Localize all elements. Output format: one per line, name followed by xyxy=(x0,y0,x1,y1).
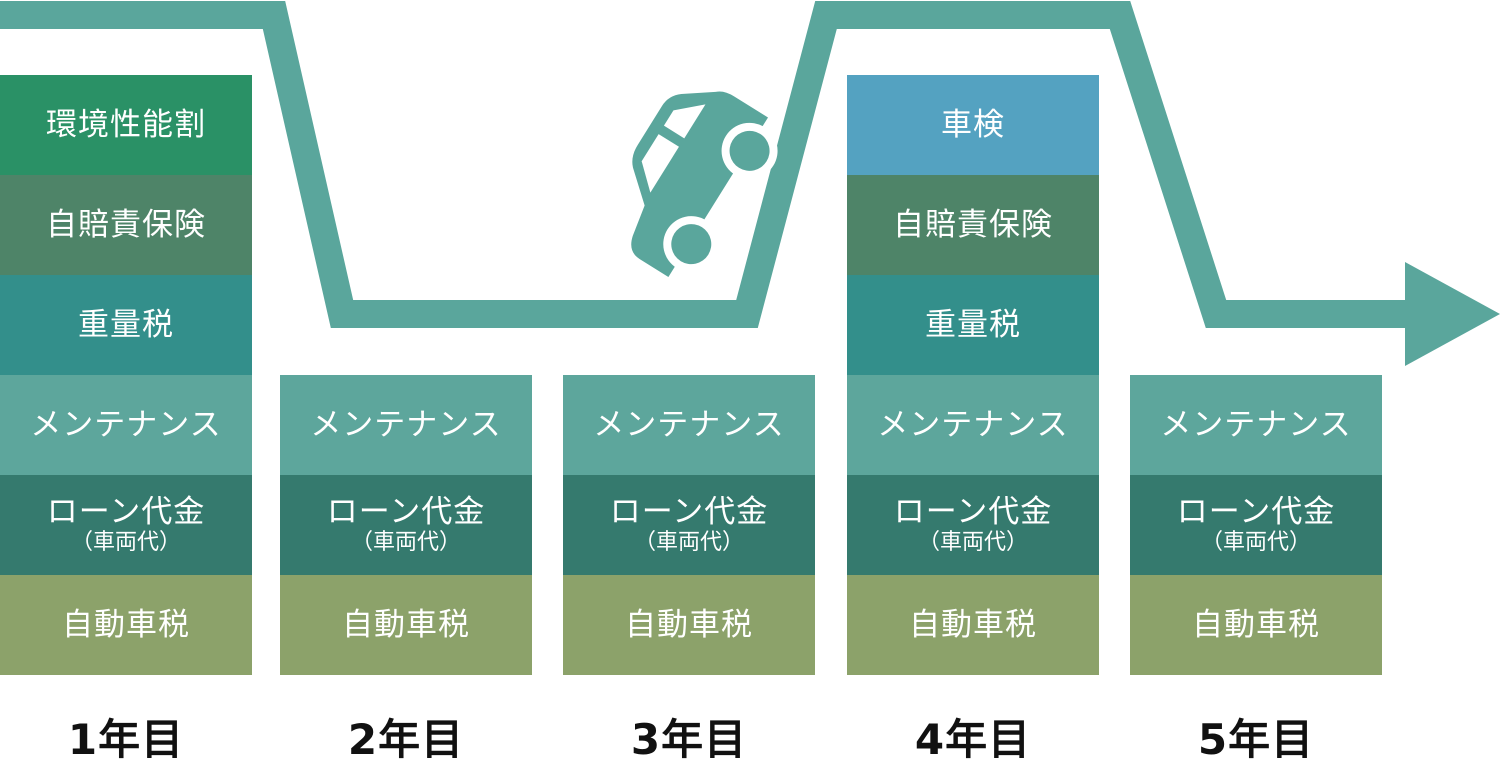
cost-block: 車検 xyxy=(847,75,1099,175)
cost-block-label: 自動車税 xyxy=(625,606,753,643)
cost-block-label: ローン代金 xyxy=(1176,493,1336,530)
cost-block: ローン代金（車両代） xyxy=(1130,475,1382,575)
cost-block-sublabel: （車両代） xyxy=(350,529,461,555)
year-label: 5年目 xyxy=(1197,715,1315,764)
cost-block: 自動車税 xyxy=(0,575,252,675)
cost-block-label: 環境性能割 xyxy=(46,106,206,143)
cost-block: 自動車税 xyxy=(280,575,532,675)
cost-block-label: 自動車税 xyxy=(62,606,190,643)
year-label: 1年目 xyxy=(67,715,185,764)
cost-block: 自賠責保険 xyxy=(847,175,1099,275)
cost-block: メンテナンス xyxy=(280,375,532,475)
cost-block-sublabel: （車両代） xyxy=(917,529,1028,555)
cost-block: メンテナンス xyxy=(1130,375,1382,475)
year-label: 3年目 xyxy=(630,715,748,764)
cost-block: ローン代金（車両代） xyxy=(563,475,815,575)
cost-block-label: メンテナンス xyxy=(30,406,222,443)
cost-block-label: 自賠責保険 xyxy=(893,206,1053,243)
cost-block: 自動車税 xyxy=(847,575,1099,675)
cost-block: 自賠責保険 xyxy=(0,175,252,275)
cost-block-label: ローン代金 xyxy=(46,493,206,530)
cost-block-label: 自賠責保険 xyxy=(46,206,206,243)
cost-block: ローン代金（車両代） xyxy=(0,475,252,575)
cost-block-label: メンテナンス xyxy=(877,406,1069,443)
arrow-right-icon xyxy=(1405,262,1500,366)
cost-block: メンテナンス xyxy=(847,375,1099,475)
cost-block: ローン代金（車両代） xyxy=(847,475,1099,575)
cost-block-label: 重量税 xyxy=(925,306,1021,343)
cost-block-label: 自動車税 xyxy=(909,606,1037,643)
cost-block: 重量税 xyxy=(847,275,1099,375)
cost-block-label: メンテナンス xyxy=(593,406,785,443)
cost-block-label: メンテナンス xyxy=(310,406,502,443)
cost-block-label: 自動車税 xyxy=(342,606,470,643)
cost-block-label: メンテナンス xyxy=(1160,406,1352,443)
cost-block: メンテナンス xyxy=(0,375,252,475)
cost-block-label: ローン代金 xyxy=(609,493,769,530)
cost-block-sublabel: （車両代） xyxy=(1200,529,1311,555)
cost-flow-line xyxy=(0,1,1440,328)
cost-block: 自動車税 xyxy=(1130,575,1382,675)
car-icon xyxy=(631,91,778,277)
year-label: 2年目 xyxy=(347,715,465,764)
cost-block: 環境性能割 xyxy=(0,75,252,175)
cost-block: ローン代金（車両代） xyxy=(280,475,532,575)
cost-block-label: ローン代金 xyxy=(893,493,1053,530)
year-label: 4年目 xyxy=(914,715,1032,764)
cost-block: 重量税 xyxy=(0,275,252,375)
cost-block-label: 車検 xyxy=(941,106,1005,143)
cost-block: 自動車税 xyxy=(563,575,815,675)
cost-block-sublabel: （車両代） xyxy=(70,529,181,555)
cost-block-label: ローン代金 xyxy=(326,493,486,530)
cost-block: メンテナンス xyxy=(563,375,815,475)
cost-block-sublabel: （車両代） xyxy=(633,529,744,555)
cost-block-label: 自動車税 xyxy=(1192,606,1320,643)
cost-block-label: 重量税 xyxy=(78,306,174,343)
